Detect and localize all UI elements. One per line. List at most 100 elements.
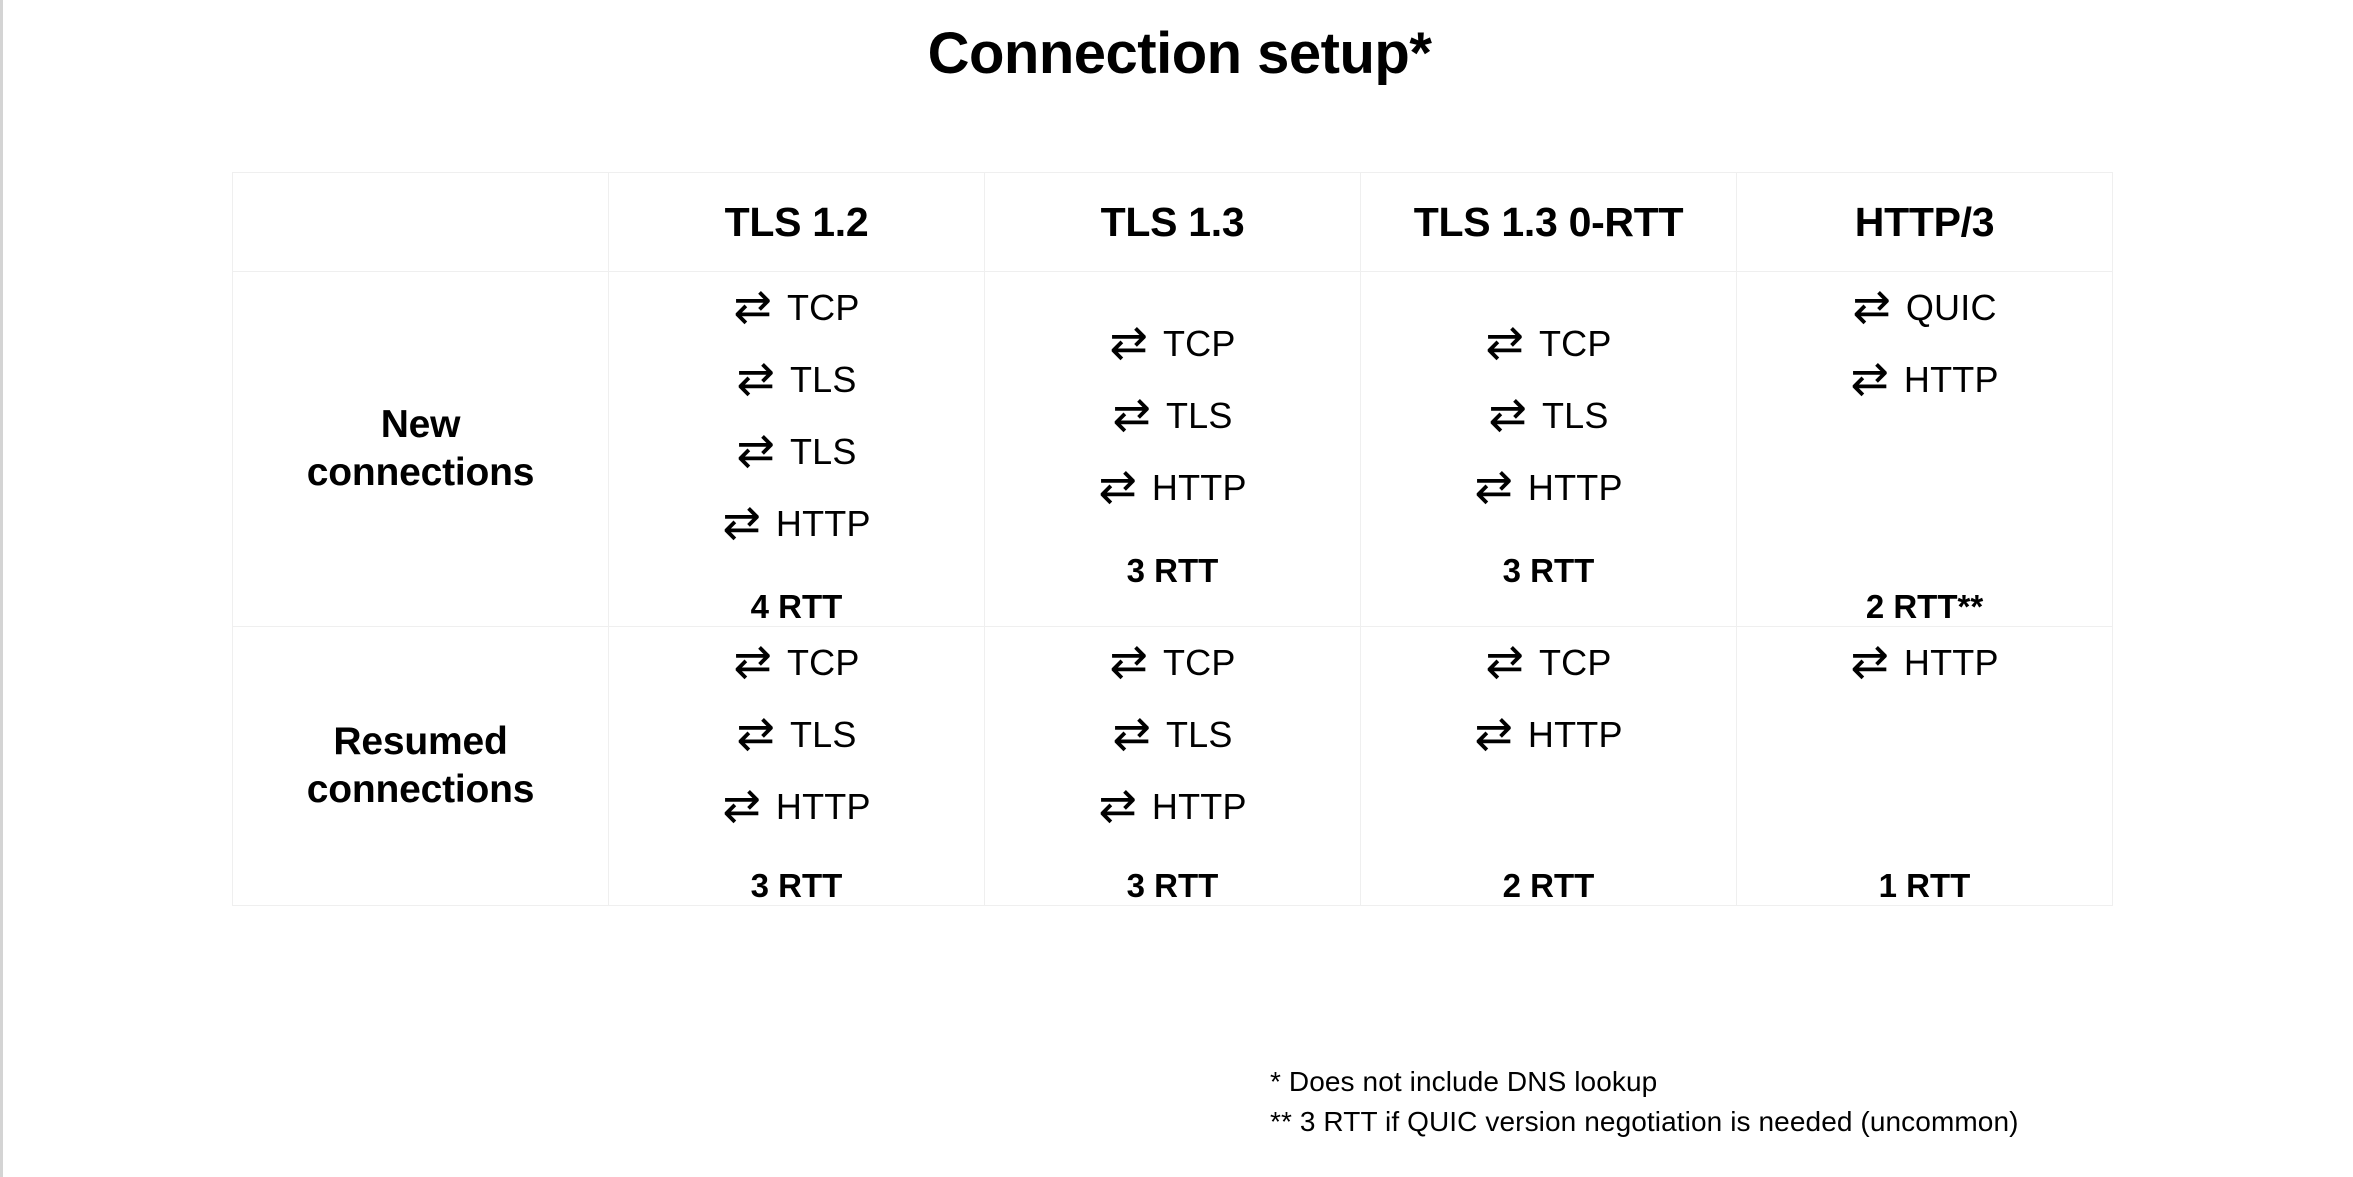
rtt-total: 3 RTT (1126, 552, 1219, 589)
handshake-step-list: ⇄ HTTP (1737, 627, 2112, 843)
cell-new-tls13: ⇄ TCP ⇄ TLS ⇄ HTTP 3 (984, 271, 1361, 627)
footnote-quic: ** 3 RTT if QUIC version negotiation is … (1270, 1105, 2019, 1137)
handshake-step-label: HTTP (775, 503, 871, 544)
roundtrip-arrow-icon: ⇄ (1109, 315, 1148, 369)
rtt-total: 2 RTT** (1865, 588, 1984, 625)
roundtrip-arrow-icon: ⇄ (1112, 706, 1151, 760)
handshake-step-label: TLS (789, 714, 857, 755)
roundtrip-arrow-icon: ⇄ (736, 706, 775, 760)
handshake-step-label: HTTP (1527, 714, 1623, 755)
table-corner-cell (232, 172, 609, 272)
column-header-tls12: TLS 1.2 (608, 172, 985, 272)
table-row: Resumed connections ⇄ TCP ⇄ TLS (232, 626, 2113, 906)
handshake-step-label: TLS (1165, 714, 1233, 755)
handshake-step: ⇄ HTTP (1361, 452, 1736, 524)
handshake-step: ⇄ HTTP (985, 771, 1360, 843)
handshake-step: ⇄ TLS (985, 380, 1360, 452)
handshake-step-label: HTTP (1151, 467, 1247, 508)
connection-setup-table: TLS 1.2 TLS 1.3 TLS 1.3 0-RTT HTTP/3 New… (232, 172, 2113, 906)
handshake-step-label: HTTP (1903, 642, 1999, 683)
cell-resumed-tls13: ⇄ TCP ⇄ TLS ⇄ HTTP 3 (984, 626, 1361, 906)
handshake-step-list: ⇄ QUIC ⇄ HTTP (1737, 272, 2112, 560)
cell-resumed-tls12: ⇄ TCP ⇄ TLS ⇄ HTTP 3 (608, 626, 985, 906)
roundtrip-arrow-icon: ⇄ (1474, 706, 1513, 760)
row-label-line1: New (380, 403, 461, 447)
handshake-step-spacer (1737, 771, 2112, 843)
roundtrip-arrow-icon: ⇄ (1474, 459, 1513, 513)
table-header: TLS 1.2 TLS 1.3 TLS 1.3 0-RTT HTTP/3 (232, 172, 2113, 272)
handshake-step: ⇄ QUIC (1737, 272, 2112, 344)
footnote-dns: * Does not include DNS lookup (1270, 1066, 1658, 1097)
footnotes: * Does not include DNS lookup ** 3 RTT i… (1270, 1062, 2019, 1142)
roundtrip-arrow-icon: ⇄ (1109, 634, 1148, 688)
handshake-step-spacer (1737, 488, 2112, 560)
rtt-total: 3 RTT (750, 867, 843, 904)
handshake-step: ⇄ HTTP (1737, 344, 2112, 416)
handshake-step: ⇄ HTTP (609, 488, 984, 560)
table-body: New connections ⇄ TCP ⇄ TLS (232, 271, 2113, 906)
handshake-step-label: TLS (789, 431, 857, 472)
cell-new-tls12: ⇄ TCP ⇄ TLS ⇄ TLS (608, 271, 985, 627)
handshake-step-list: ⇄ TCP ⇄ TLS ⇄ HTTP (985, 308, 1360, 524)
row-label-line1: Resumed (333, 720, 508, 764)
handshake-step-spacer (1737, 699, 2112, 771)
cell-new-http3: ⇄ QUIC ⇄ HTTP 2 RTT** (1736, 271, 2113, 627)
handshake-step-list: ⇄ TCP ⇄ TLS ⇄ HTTP (609, 627, 984, 843)
page-title: Connection setup* (927, 21, 1432, 86)
handshake-step-spacer (1737, 416, 2112, 488)
rtt-total: 2 RTT (1502, 867, 1595, 904)
handshake-step: ⇄ TLS (1361, 380, 1736, 452)
row-label-line2: connections (306, 451, 535, 494)
handshake-step: ⇄ TCP (1361, 627, 1736, 699)
handshake-step: ⇄ TCP (985, 627, 1360, 699)
handshake-step-list: ⇄ TCP ⇄ HTTP (1361, 627, 1736, 843)
rtt-total: 3 RTT (1126, 867, 1219, 904)
row-label-resumed-connections: Resumed connections (232, 626, 609, 906)
roundtrip-arrow-icon: ⇄ (736, 423, 775, 477)
rtt-total: 4 RTT (750, 588, 843, 625)
handshake-step-list: ⇄ TCP ⇄ TLS ⇄ TLS (609, 272, 984, 560)
handshake-step-label: HTTP (775, 786, 871, 827)
handshake-step-label: HTTP (1527, 467, 1623, 508)
handshake-step-label: TLS (1165, 395, 1233, 436)
roundtrip-arrow-icon: ⇄ (736, 351, 775, 405)
row-label-new-connections: New connections (232, 271, 609, 627)
handshake-step: ⇄ TCP (609, 272, 984, 344)
roundtrip-arrow-icon: ⇄ (1098, 459, 1137, 513)
handshake-step-label: TCP (786, 642, 860, 683)
handshake-step: ⇄ HTTP (609, 771, 984, 843)
handshake-step-label: HTTP (1151, 786, 1247, 827)
column-header-tls13: TLS 1.3 (984, 172, 1361, 272)
roundtrip-arrow-icon: ⇄ (1850, 351, 1889, 405)
roundtrip-arrow-icon: ⇄ (1485, 315, 1524, 369)
handshake-step-list: ⇄ TCP ⇄ TLS ⇄ HTTP (985, 627, 1360, 843)
roundtrip-arrow-icon: ⇄ (733, 634, 772, 688)
roundtrip-arrow-icon: ⇄ (1852, 279, 1891, 333)
rtt-total: 3 RTT (1502, 552, 1595, 589)
cell-resumed-http3: ⇄ HTTP 1 RTT (1736, 626, 2113, 906)
handshake-step: ⇄ HTTP (985, 452, 1360, 524)
handshake-step: ⇄ HTTP (1361, 699, 1736, 771)
handshake-step-label: TLS (1541, 395, 1609, 436)
header-row: TLS 1.2 TLS 1.3 TLS 1.3 0-RTT HTTP/3 (232, 172, 2113, 272)
handshake-step: ⇄ HTTP (1737, 627, 2112, 699)
handshake-step: ⇄ TLS (985, 699, 1360, 771)
cell-new-tls13-0rtt: ⇄ TCP ⇄ TLS ⇄ HTTP 3 (1360, 271, 1737, 627)
handshake-step: ⇄ TCP (985, 308, 1360, 380)
cell-resumed-tls13-0rtt: ⇄ TCP ⇄ HTTP 2 RTT (1360, 626, 1737, 906)
handshake-step-spacer (1361, 771, 1736, 843)
rtt-total: 1 RTT (1878, 867, 1971, 904)
handshake-step-label: TCP (1538, 323, 1612, 364)
roundtrip-arrow-icon: ⇄ (1850, 634, 1889, 688)
handshake-step: ⇄ TLS (609, 699, 984, 771)
roundtrip-arrow-icon: ⇄ (722, 778, 761, 832)
handshake-step-label: QUIC (1905, 287, 1997, 328)
table-row: New connections ⇄ TCP ⇄ TLS (232, 271, 2113, 627)
handshake-step-label: TCP (786, 287, 860, 328)
handshake-step-label: TCP (1538, 642, 1612, 683)
handshake-step-label: TLS (789, 359, 857, 400)
handshake-step-label: TCP (1162, 642, 1236, 683)
handshake-step: ⇄ TLS (609, 416, 984, 488)
handshake-step-label: HTTP (1903, 359, 1999, 400)
